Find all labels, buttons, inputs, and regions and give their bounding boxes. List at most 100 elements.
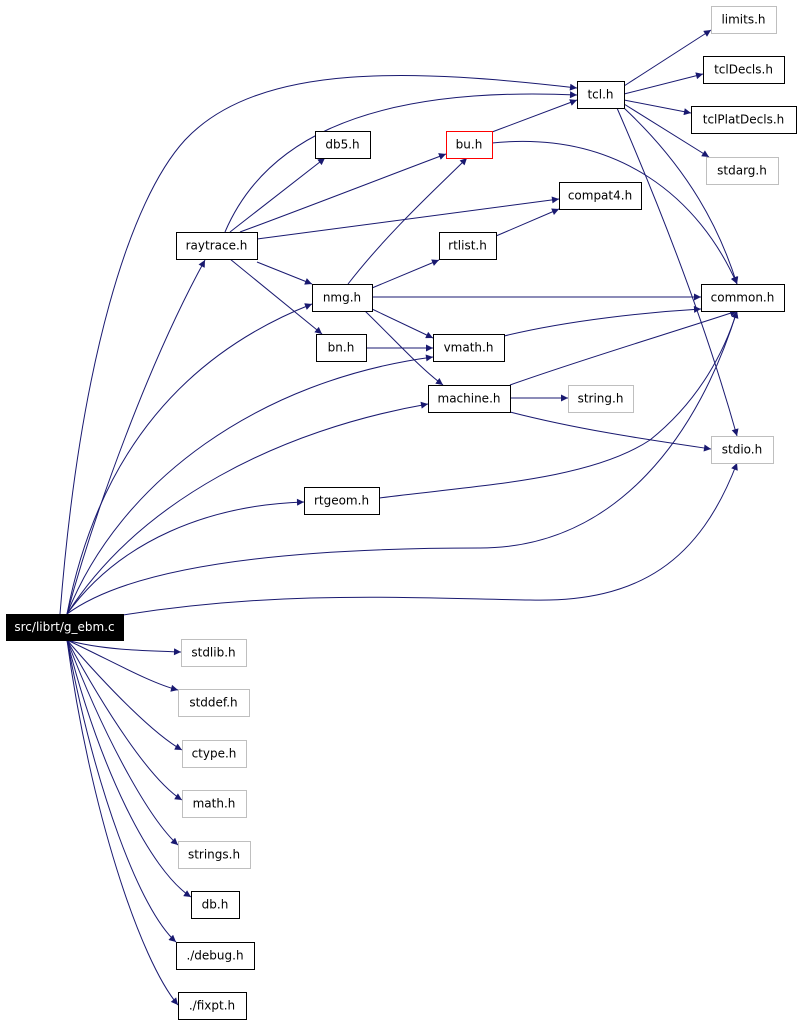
node-box[interactable] xyxy=(706,157,779,185)
node-label: db5.h xyxy=(325,138,359,152)
node-common[interactable]: common.h xyxy=(701,284,785,312)
node-tclPlatDecls[interactable]: tclPlatDecls.h xyxy=(691,106,797,134)
node-bn[interactable]: bn.h xyxy=(316,334,367,362)
node-box[interactable] xyxy=(312,284,373,312)
node-box[interactable] xyxy=(182,740,247,768)
edge-line xyxy=(623,103,710,158)
node-box[interactable] xyxy=(178,841,251,869)
edge-line xyxy=(66,310,739,615)
node-label: db.h xyxy=(202,898,229,912)
edge-line xyxy=(623,29,712,87)
node-label: tclPlatDecls.h xyxy=(703,113,785,127)
node-limits[interactable]: limits.h xyxy=(711,6,777,34)
node-box[interactable] xyxy=(577,81,625,109)
node-string[interactable]: string.h xyxy=(568,385,634,413)
node-vmath[interactable]: vmath.h xyxy=(433,334,505,362)
edge-raytrace-to-db5 xyxy=(229,157,326,233)
node-rtlist[interactable]: rtlist.h xyxy=(439,232,497,260)
node-box[interactable] xyxy=(176,942,255,970)
node-box[interactable] xyxy=(176,232,258,260)
edge-line xyxy=(371,259,440,289)
node-db[interactable]: db.h xyxy=(191,891,240,919)
node-box[interactable] xyxy=(181,639,247,667)
node-label: stddef.h xyxy=(189,696,237,710)
node-rtgeom[interactable]: rtgeom.h xyxy=(304,487,380,515)
node-stdlib[interactable]: stdlib.h xyxy=(181,639,247,667)
node-math[interactable]: math.h xyxy=(182,790,247,818)
edge-line xyxy=(256,261,313,285)
node-label: tcl.h xyxy=(587,88,613,102)
node-box[interactable] xyxy=(6,614,124,641)
node-box[interactable] xyxy=(315,131,371,159)
node-box[interactable] xyxy=(691,106,797,134)
node-box[interactable] xyxy=(182,790,247,818)
edge-line xyxy=(122,462,738,616)
node-label: raytrace.h xyxy=(186,239,248,253)
edge-line xyxy=(224,91,578,233)
node-box[interactable] xyxy=(433,334,505,362)
node-box[interactable] xyxy=(428,385,511,413)
node-tcl[interactable]: tcl.h xyxy=(577,81,625,109)
node-debug[interactable]: ./debug.h xyxy=(176,942,255,970)
edge-line xyxy=(66,639,179,1006)
node-label: ctype.h xyxy=(192,747,237,761)
edge-raytrace-to-bu xyxy=(239,153,447,233)
node-box[interactable] xyxy=(711,436,774,464)
node-box[interactable] xyxy=(178,992,247,1020)
node-ctype[interactable]: ctype.h xyxy=(182,740,247,768)
node-stdarg[interactable]: stdarg.h xyxy=(706,157,779,185)
edge-root-to-raytrace xyxy=(66,259,206,615)
node-box[interactable] xyxy=(568,385,634,413)
node-box[interactable] xyxy=(439,232,497,260)
node-label: tclDecls.h xyxy=(714,63,773,77)
node-label: math.h xyxy=(193,797,236,811)
node-stddef[interactable]: stddef.h xyxy=(178,689,250,717)
node-box[interactable] xyxy=(316,334,367,362)
edge-tcl-to-limits xyxy=(623,29,712,87)
node-box[interactable] xyxy=(178,689,250,717)
node-label: stdio.h xyxy=(722,443,762,457)
node-box[interactable] xyxy=(191,891,240,919)
node-bu[interactable]: bu.h xyxy=(446,131,493,159)
node-nmg[interactable]: nmg.h xyxy=(312,284,373,312)
edge-line xyxy=(66,401,429,615)
node-root[interactable]: src/librt/g_ebm.c xyxy=(6,614,124,641)
node-label: nmg.h xyxy=(323,291,361,305)
edge-tcl-to-common xyxy=(623,107,739,285)
node-compat4[interactable]: compat4.h xyxy=(559,182,642,210)
edge-line xyxy=(66,639,192,898)
edge-line xyxy=(623,99,692,116)
node-raytrace[interactable]: raytrace.h xyxy=(176,232,258,260)
node-box[interactable] xyxy=(446,131,493,159)
edge-line xyxy=(378,310,739,499)
edge-nmg-to-bu xyxy=(347,157,468,285)
node-machine[interactable]: machine.h xyxy=(428,385,511,413)
edge-line xyxy=(371,308,434,339)
edge-line xyxy=(491,141,738,285)
edge-line xyxy=(66,354,434,615)
node-label: bu.h xyxy=(456,138,483,152)
node-box[interactable] xyxy=(711,6,777,34)
node-box[interactable] xyxy=(701,284,785,312)
edge-raytrace-to-compat4 xyxy=(256,196,560,240)
edge-line xyxy=(491,99,578,133)
edge-bu-to-common xyxy=(491,141,738,285)
node-tclDecls[interactable]: tclDecls.h xyxy=(703,56,785,84)
node-fixpt[interactable]: ./fixpt.h xyxy=(178,992,247,1020)
edge-line xyxy=(66,303,313,615)
node-db5[interactable]: db5.h xyxy=(315,131,371,159)
nodes: src/librt/g_ebm.c raytrace.h tcl.h limits.h… xyxy=(6,6,797,1020)
node-box[interactable] xyxy=(559,182,642,210)
edge-line xyxy=(509,411,712,452)
node-box[interactable] xyxy=(304,487,380,515)
node-label: bn.h xyxy=(328,341,355,355)
edge-line xyxy=(66,639,183,801)
edge-machine-to-stdio xyxy=(509,411,712,452)
edge-line xyxy=(66,639,183,751)
node-stdio[interactable]: stdio.h xyxy=(711,436,774,464)
edge-nmg-to-vmath xyxy=(371,308,434,339)
edge-line xyxy=(509,309,738,386)
node-box[interactable] xyxy=(703,56,785,84)
node-strings[interactable]: strings.h xyxy=(178,841,251,869)
